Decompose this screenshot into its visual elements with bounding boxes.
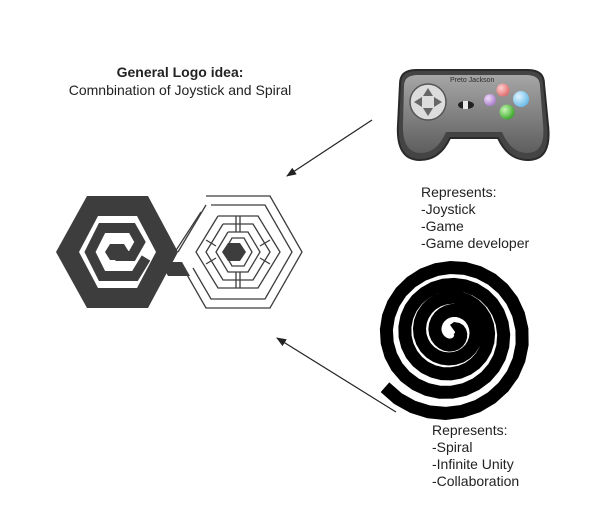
spiral-note-item: -Spiral <box>432 439 473 455</box>
joystick-note-item: -Game developer <box>421 235 530 251</box>
spiral-note-item: -Infinite Unity <box>432 456 514 472</box>
spiral-notes-heading: Represents: <box>432 422 508 438</box>
title-subheading: Comnbination of Joystick and Spiral <box>68 82 292 98</box>
joystick-notes-heading: Represents: <box>421 184 497 200</box>
arrow-joystick-to-logo <box>286 119 373 177</box>
spiral-notes: Represents: -Spiral -Infinite Unity -Col… <box>432 422 519 490</box>
title-block: General Logo idea: Comnbination of Joyst… <box>55 63 305 99</box>
hexagon-logo-icon <box>56 195 303 309</box>
spiral-icon <box>379 260 529 420</box>
joystick-note-item: -Game <box>421 218 464 234</box>
arrow-spiral-to-logo <box>276 337 397 413</box>
spiral-note-item: -Collaboration <box>432 473 520 489</box>
gamepad-icon: Preto Jackson <box>396 69 550 162</box>
joystick-notes: Represents: -Joystick -Game -Game develo… <box>421 184 529 252</box>
joystick-note-item: -Joystick <box>421 201 476 217</box>
gamepad-label: Preto Jackson <box>450 77 494 84</box>
title-heading: General Logo idea: <box>116 64 244 80</box>
